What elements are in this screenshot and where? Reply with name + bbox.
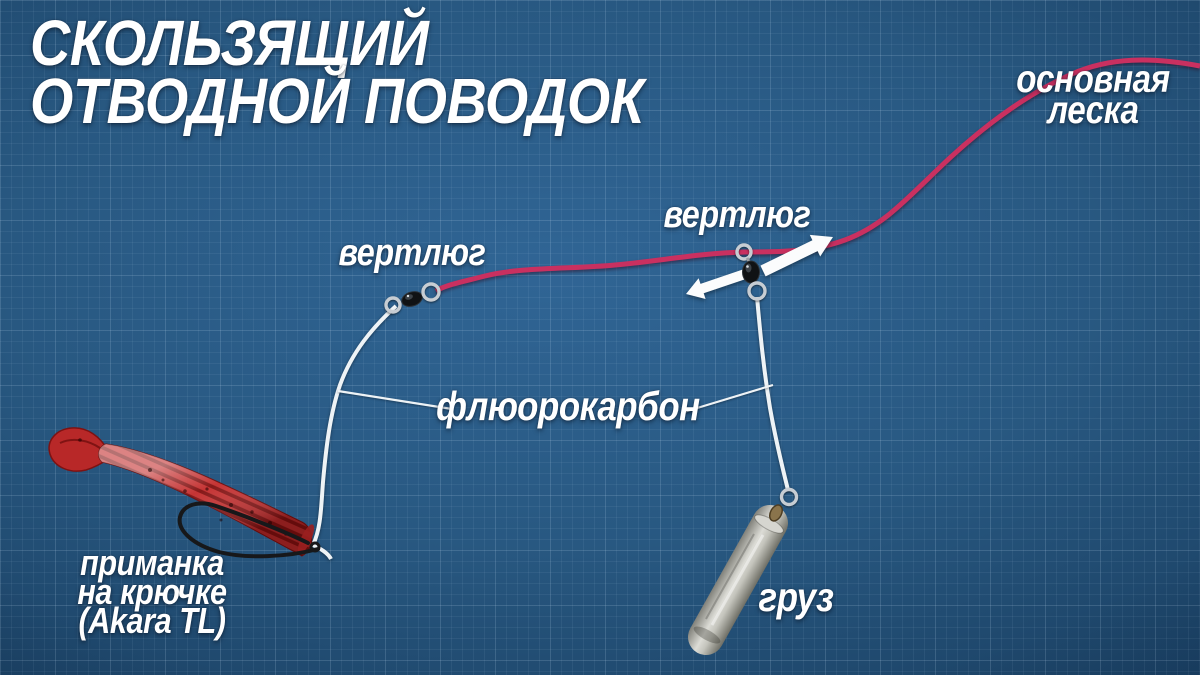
weight-swivel xyxy=(768,487,799,522)
label-bait-1: приманка xyxy=(80,542,224,583)
label-swivel-top: вертлюг xyxy=(663,194,811,236)
title-line-1: СКОЛЬЗЯЩИЙ xyxy=(30,7,429,79)
swivel-left xyxy=(384,282,441,314)
label-main-line-1: основная xyxy=(1016,58,1170,101)
soft-bait-lure xyxy=(48,427,321,559)
label-bait-2: на крючке xyxy=(77,571,227,612)
label-bait-3: (Akara TL) xyxy=(78,600,226,641)
label-weight: груз xyxy=(758,574,834,620)
lure-head-face xyxy=(297,524,315,554)
label-bait: приманка на крючке (Akara TL) xyxy=(77,542,227,641)
hook-eye xyxy=(309,541,321,553)
label-main-line: основная леска xyxy=(1016,58,1170,132)
title-line-2: ОТВОДНОЙ ПОВОДОК xyxy=(30,65,644,137)
slide-arrow-right xyxy=(760,234,833,277)
leader-line-to-lure xyxy=(311,304,398,546)
label-swivel-left: вертлюг xyxy=(338,232,486,274)
hook xyxy=(177,501,320,559)
leader-line-end xyxy=(312,543,333,561)
label-main-line-2: леска xyxy=(1047,89,1139,132)
callout-line-right xyxy=(683,383,774,414)
page-title: СКОЛЬЗЯЩИЙ ОТВОДНОЙ ПОВОДОК xyxy=(30,7,644,137)
swivel-top xyxy=(735,243,767,301)
leader-line-to-weight xyxy=(755,296,790,491)
label-fluorocarbon: флюорокарбон xyxy=(436,383,700,429)
callout-line-left xyxy=(337,389,453,411)
slide-arrow-left xyxy=(686,268,750,299)
